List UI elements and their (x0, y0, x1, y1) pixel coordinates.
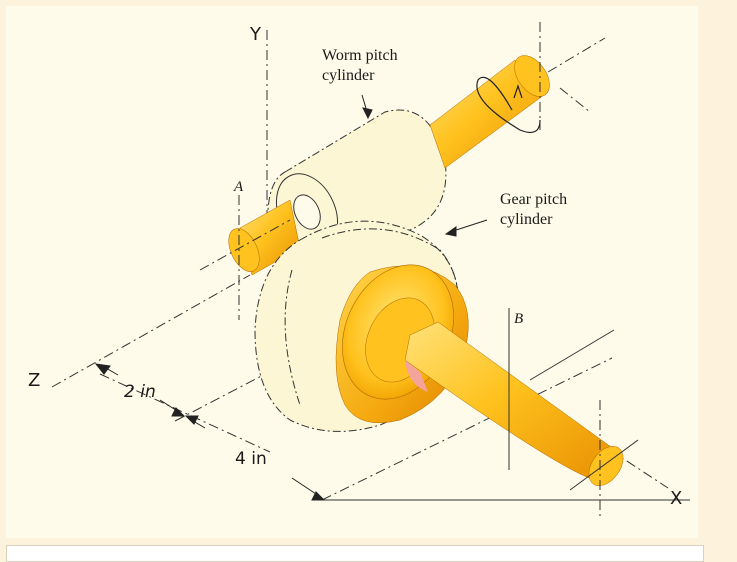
point-a-label: A (233, 179, 244, 195)
worm-pitch-label-line1: Worm pitch (322, 47, 398, 64)
b-axis-line (508, 308, 639, 520)
worm-axis-line (539, 22, 606, 130)
point-b-label: B (514, 311, 523, 327)
gear-hub (335, 264, 469, 424)
a-axis-line (199, 195, 291, 320)
dim-2-in-label: 2 in (124, 382, 156, 402)
gear-shaft (404, 321, 624, 486)
gear-pitch-label-line1: Gear pitch (500, 191, 567, 208)
gear-pitch-label-line2: cylinder (500, 211, 553, 228)
worm-gear-diagram: Y Z X A B Worm pitch cylinder Gear pitch… (28, 22, 690, 520)
dimension-arrows (94, 363, 326, 501)
x-axis-line (321, 357, 669, 501)
x-axis-label: X (670, 488, 682, 509)
y-axis-label: Y (249, 24, 262, 45)
worm-shaft (429, 55, 550, 169)
callout-leaders (361, 94, 488, 237)
worm-pitch-label-line2: cylinder (322, 67, 375, 84)
z-axis-label: Z (28, 370, 40, 391)
dim-4-in-label: 4 in (235, 449, 267, 469)
figure-panel: Y Z X A B Worm pitch cylinder Gear pitch… (6, 6, 698, 538)
bottom-input-bar[interactable] (6, 545, 704, 562)
